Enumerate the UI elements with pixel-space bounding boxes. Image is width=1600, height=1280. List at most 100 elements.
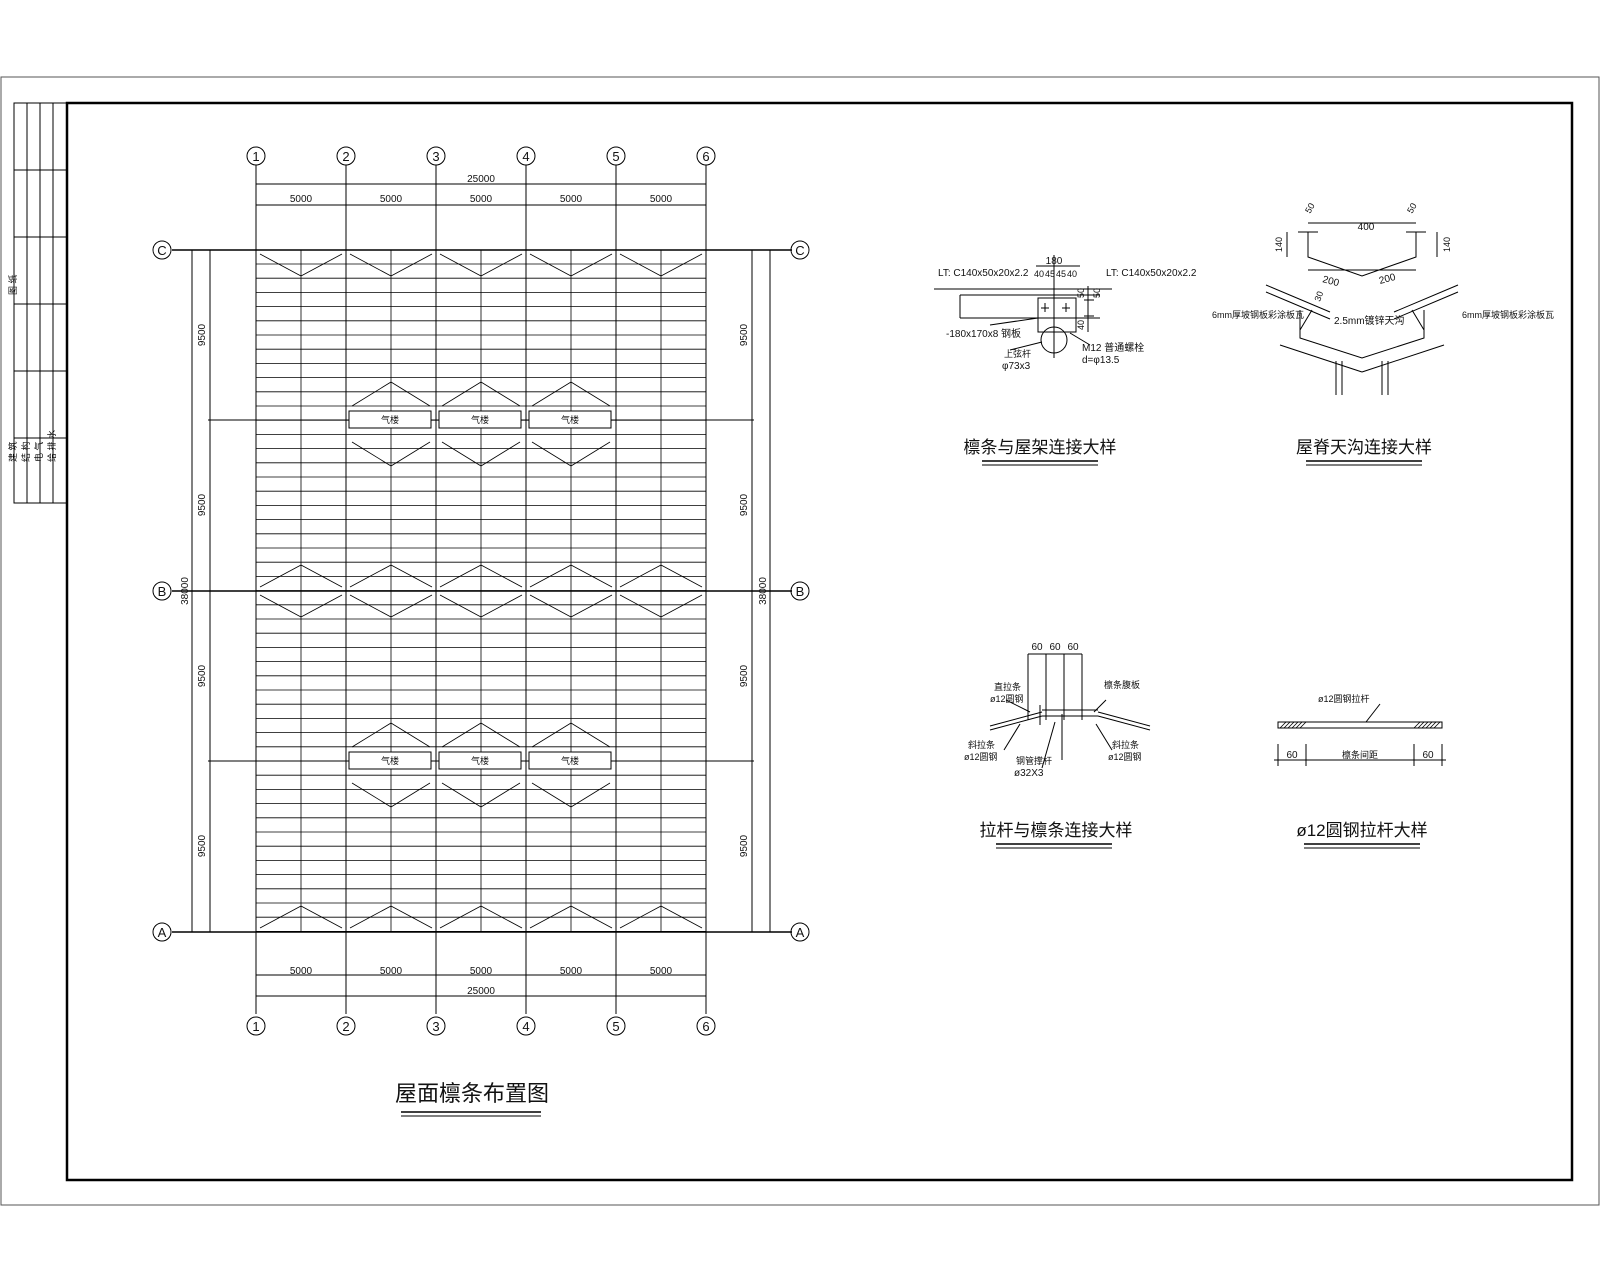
dim-bay-bottom: 5000 bbox=[380, 966, 403, 977]
axis-bubble-left bbox=[152, 240, 172, 260]
main-title: 屋面檩条布置图 bbox=[395, 1081, 549, 1106]
brace-line bbox=[259, 564, 302, 588]
gutter-note-left: 6mm厚坡钢板彩涂板瓦 bbox=[1212, 309, 1304, 320]
inner-border bbox=[65, 101, 1574, 1182]
label-web: 檩条腹板 bbox=[1104, 679, 1140, 690]
brace-line bbox=[619, 905, 662, 929]
axis-number-bottom: 2 bbox=[342, 1019, 349, 1034]
brace-line bbox=[439, 564, 482, 588]
vent-brace-line bbox=[390, 722, 431, 748]
dim-span-right: 9500 bbox=[739, 323, 750, 346]
brace-line bbox=[349, 564, 392, 588]
dim-bay-bottom: 5000 bbox=[560, 966, 583, 977]
brace-line bbox=[619, 594, 662, 618]
brace-line bbox=[660, 564, 703, 588]
dim-bay-bottom: 5000 bbox=[470, 966, 493, 977]
gutter-h-right: 140 bbox=[1442, 237, 1452, 252]
strip-label-1: 建 筑 bbox=[7, 441, 18, 462]
axis-bubble-top bbox=[696, 146, 716, 166]
vent-boxes: 气楼 气楼 气楼 气楼 气楼 气楼 bbox=[348, 410, 612, 770]
gutter-w400: 400 bbox=[1358, 222, 1375, 233]
label-slant-right: 斜拉条 bbox=[1112, 739, 1139, 750]
vent-label: 气楼 bbox=[471, 755, 489, 766]
gutter-edge-left: 50 bbox=[1303, 201, 1317, 215]
dim-bay-top: 5000 bbox=[560, 194, 583, 205]
axis-bubble-left bbox=[152, 581, 172, 601]
gutter-half-right: 200 bbox=[1378, 272, 1397, 287]
dim-40a: 40 bbox=[1034, 269, 1044, 279]
axis-number-top: 4 bbox=[522, 149, 529, 164]
plate-label: -180x170x8 钢板 bbox=[946, 327, 1021, 340]
detail-round-rod: ø12圆钢拉杆 60 60 檩条间距 ø12圆钢拉杆大样 bbox=[1274, 693, 1446, 849]
axis-bubble-top bbox=[516, 146, 536, 166]
dim-40b: 40 bbox=[1067, 269, 1077, 279]
axis-number-top: 6 bbox=[702, 149, 709, 164]
label-tube-size: ø32X3 bbox=[1014, 768, 1044, 779]
axis-number-bottom: 5 bbox=[612, 1019, 619, 1034]
brace-line bbox=[439, 905, 482, 929]
axis-bubble-left bbox=[152, 922, 172, 942]
brace-line bbox=[439, 594, 482, 618]
axis-bubble-top bbox=[336, 146, 356, 166]
brace-line bbox=[480, 594, 523, 618]
chord-label: 上弦杆 bbox=[1004, 348, 1031, 359]
detail-tierod-purlin: 60 60 60 直拉条 ø12圆钢 檩条腹板 斜拉条 ø12圆钢 斜拉条 ø1… bbox=[964, 642, 1151, 849]
brace-line bbox=[390, 253, 433, 277]
vent-label: 气楼 bbox=[381, 755, 399, 766]
title-strip bbox=[13, 102, 68, 504]
label-tube: 钢管撑杆 bbox=[1016, 755, 1052, 766]
brace-line bbox=[349, 905, 392, 929]
caption-round-rod: ø12圆钢拉杆大样 bbox=[1296, 821, 1427, 840]
axis-bubble-bottom bbox=[516, 1016, 536, 1036]
brace-line bbox=[300, 253, 343, 277]
vent-brace-line bbox=[390, 782, 431, 808]
axis-bubble-right bbox=[790, 922, 810, 942]
brace-line bbox=[619, 564, 662, 588]
label-slant-left-size: ø12圆钢 bbox=[964, 751, 998, 762]
vent-label: 气楼 bbox=[381, 414, 399, 425]
brace-line bbox=[390, 905, 433, 929]
dim-span-left: 9500 bbox=[197, 834, 208, 857]
rod-label: ø12圆钢拉杆 bbox=[1318, 693, 1370, 704]
rod-mid-label: 檩条间距 bbox=[1342, 749, 1378, 760]
dim-45a: 45 bbox=[1045, 269, 1055, 279]
axis-letter-right: A bbox=[796, 925, 805, 940]
axis-bubble-bottom bbox=[336, 1016, 356, 1036]
brace-line bbox=[480, 253, 523, 277]
dim-bay-top: 5000 bbox=[380, 194, 403, 205]
vent-brace-line bbox=[351, 441, 392, 467]
vent-label: 气楼 bbox=[561, 755, 579, 766]
brace-line bbox=[390, 594, 433, 618]
purlin-left-label: LT: C140x50x20x2.2 bbox=[938, 268, 1029, 279]
axis-number-top: 1 bbox=[252, 149, 259, 164]
dim-bay-top: 5000 bbox=[650, 194, 673, 205]
brace-line bbox=[660, 594, 703, 618]
brace-line bbox=[300, 594, 343, 618]
label-straight-size: ø12圆钢 bbox=[990, 693, 1024, 704]
vent-brace-line bbox=[480, 381, 521, 407]
dim-total-depth-left: 38000 bbox=[180, 577, 191, 605]
axis-number-bottom: 6 bbox=[702, 1019, 709, 1034]
detail-gutter: 400 140 140 50 50 200 200 30 6mm厚坡钢板彩涂板瓦… bbox=[1212, 201, 1554, 466]
dim-bay-top: 5000 bbox=[470, 194, 493, 205]
axis-bubble-top bbox=[426, 146, 446, 166]
brace-line bbox=[619, 253, 662, 277]
vent-brace-line bbox=[351, 722, 392, 748]
dim-v50a: 50 bbox=[1076, 288, 1086, 298]
vent-brace-line bbox=[570, 381, 611, 407]
hole-label: d=φ13.5 bbox=[1082, 355, 1120, 366]
rod-end-right: 60 bbox=[1422, 750, 1434, 761]
gutter-h-left: 140 bbox=[1274, 237, 1284, 252]
vent-brace-line bbox=[480, 722, 521, 748]
vent-brace-line bbox=[441, 381, 482, 407]
dim-span-right: 9500 bbox=[739, 664, 750, 687]
brace-line bbox=[349, 253, 392, 277]
brace-line bbox=[439, 253, 482, 277]
brace-line bbox=[570, 253, 613, 277]
axis-letter-left: A bbox=[158, 925, 167, 940]
brace-line bbox=[660, 905, 703, 929]
axis-bubble-top bbox=[246, 146, 266, 166]
brace-line bbox=[529, 564, 572, 588]
vent-label: 气楼 bbox=[471, 414, 489, 425]
